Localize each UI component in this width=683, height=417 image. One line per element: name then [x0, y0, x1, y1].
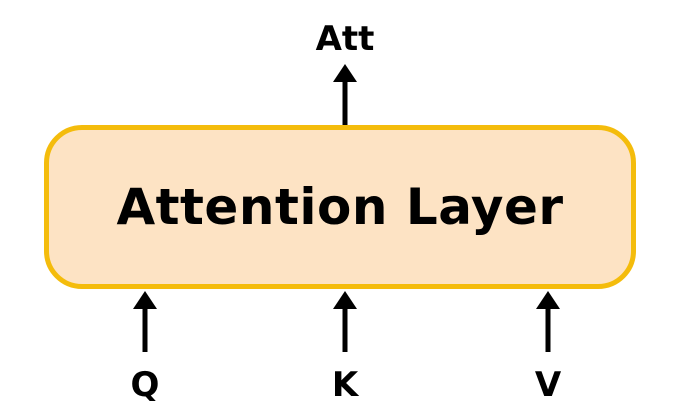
- attention-layer-box: Attention Layer: [44, 125, 636, 289]
- output-arrow: [333, 64, 357, 125]
- output-label: Att: [315, 19, 375, 59]
- input-label-v: V: [534, 365, 562, 405]
- input-arrow-q: [133, 291, 157, 352]
- input-arrow-v: [536, 291, 560, 352]
- attention-layer-title: Attention Layer: [116, 178, 564, 236]
- input-arrow-k: [333, 291, 357, 352]
- input-label-q: Q: [130, 365, 160, 405]
- input-label-k: K: [331, 365, 359, 405]
